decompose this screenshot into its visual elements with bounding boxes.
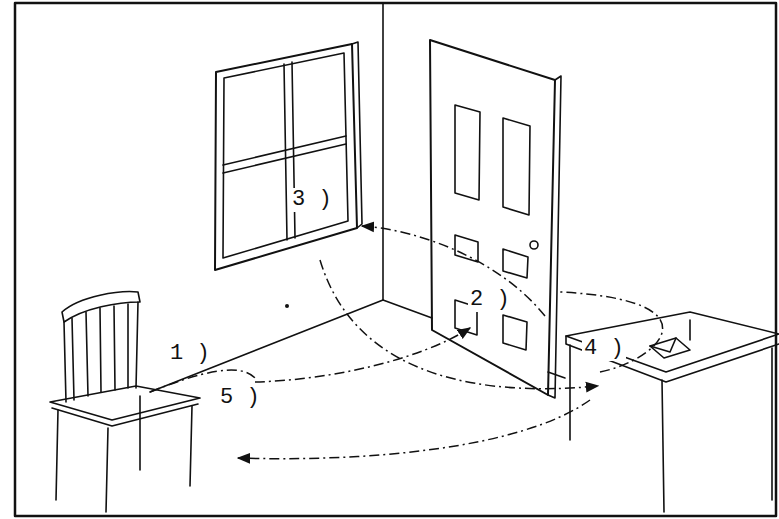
wall-corner [382, 3, 384, 300]
table [566, 312, 779, 512]
path-line [560, 292, 663, 372]
callout-number: 2 ) [468, 288, 512, 312]
path-line [362, 226, 545, 316]
dot [285, 304, 289, 308]
callout-number: 3 ) [290, 188, 334, 212]
window [215, 42, 362, 270]
floor-line [150, 300, 383, 392]
callout-number: 4 ) [582, 337, 626, 361]
callout-number: 5 ) [218, 386, 262, 410]
envelope [650, 338, 690, 358]
chair [50, 292, 200, 512]
floor-line [383, 300, 432, 318]
floor-line [548, 372, 565, 378]
path-line [238, 400, 590, 459]
callout-number: 1 ) [168, 342, 212, 366]
frame [15, 3, 776, 516]
path-line [255, 328, 470, 382]
door [430, 40, 561, 398]
path-line [320, 260, 598, 389]
movement-paths [150, 226, 663, 459]
